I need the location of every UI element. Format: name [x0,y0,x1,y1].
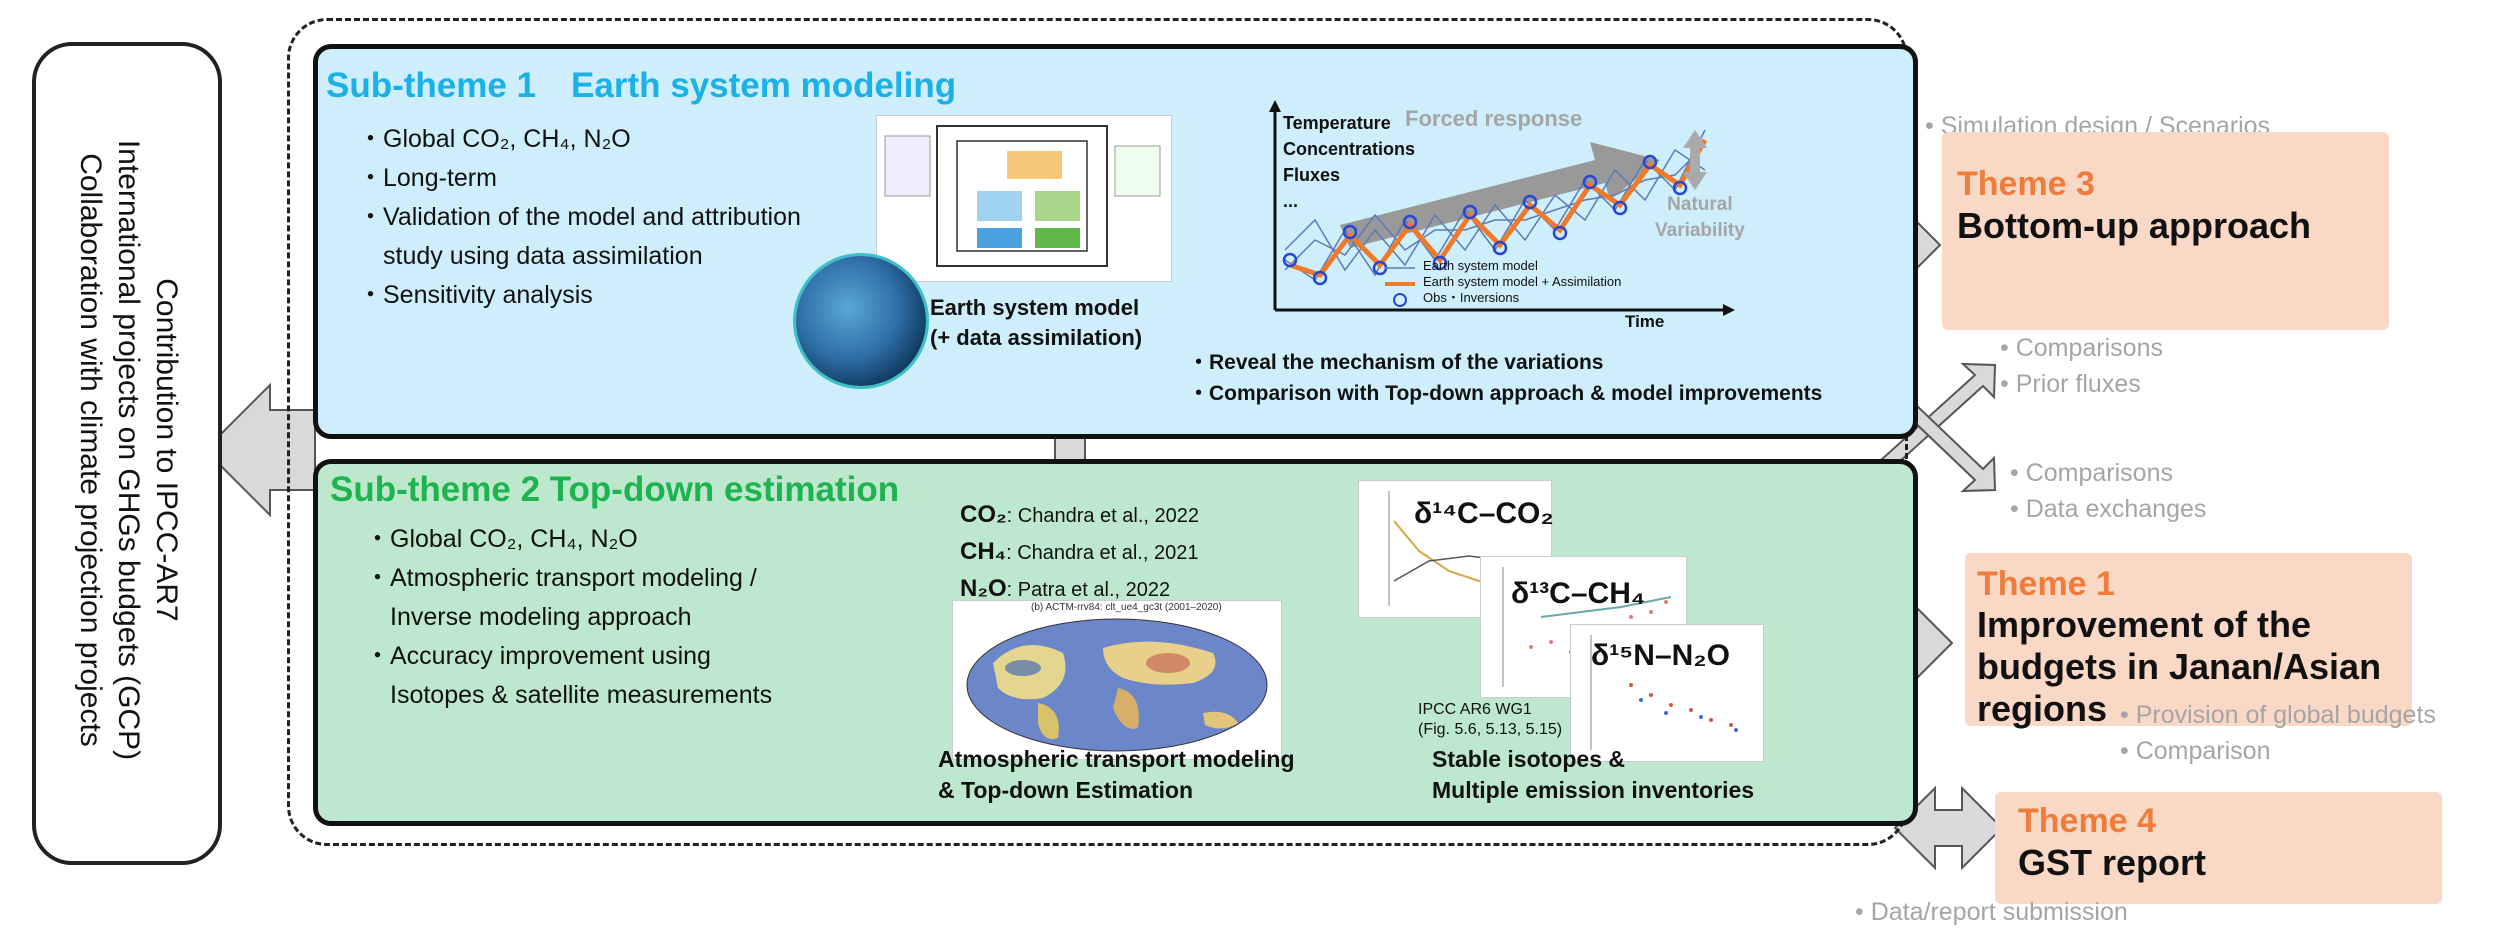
contribution-line-2: International projects on GHGs budgets (… [112,139,145,761]
theme3-notes: • Comparisons • Prior fluxes [2000,330,2163,402]
map-caption: Atmospheric transport modeling & Top-dow… [938,744,1295,806]
isotope-caption: Stable isotopes & Multiple emission inve… [1432,744,1754,806]
world-flux-map: (b) ACTM-rrv84: clt_ue4_gc3t (2001–2020) [952,600,1282,760]
plot-label-fluxes: Fluxes [1283,165,1341,185]
subtheme2-bullets: ・Global CO₂, CH₄, N₂O ・Atmospheric trans… [365,520,772,715]
map-caption-line-2: & Top-down Estimation [938,777,1194,803]
plot-ylabels: Temperature Concentrations Fluxes ... [1283,110,1415,214]
subtheme2-bullet: Inverse modeling approach [365,603,692,631]
theme1-note-2: • Data exchanges [2010,495,2207,523]
subtheme1-bullets: ・Global CO₂, CH₄, N₂O ・Long-term ・Valida… [358,120,801,315]
plot-legend: Earth system model Earth system model + … [1423,258,1621,306]
obs-markers [1282,154,1688,286]
concept-plot-svg [1269,100,1735,316]
subtheme2-title: Sub-theme 2 Top-down estimation [330,470,900,509]
plot-forced-label: Forced response [1405,106,1583,131]
ref-gas: CO₂ [960,501,1007,528]
model-caption: Earth system model (+ data assimilation) [930,293,1142,353]
subtheme1-note-2: ・Comparison with Top-down approach & mod… [1188,382,1823,405]
reference-co2: CO₂: Chandra et al., 2022 [960,498,1199,535]
subtheme1-bullet: ・Sensitivity analysis [358,281,593,309]
legend-assim: Earth system model + Assimilation [1423,274,1622,289]
subtheme1-bullet: ・Validation of the model and attribution [358,203,801,231]
theme1-side-note-1: • Provision of global budgets [2120,701,2436,729]
theme3-number: Theme 3 [1957,165,2095,203]
theme1-title-line-3: regions [1977,688,2108,729]
theme3-note-1: • Comparisons [2000,334,2163,362]
assimilation-line [1289,138,1708,278]
isotope-label-co2: δ¹⁴C–CO₂ [1414,497,1554,530]
isotope-n2o-plot [1590,635,1738,750]
theme1-box [1965,553,2412,726]
theme4-title: GST report [2018,842,2207,883]
plot-label-ellipsis: ... [1283,191,1299,211]
isotope-panel-n2o: δ¹⁵N–N₂O [1570,624,1764,762]
contribution-line-3: Collaboration with climate projection pr… [74,153,107,747]
theme1-title-line-2: budgets in Janan/Asian [1977,646,2382,687]
reference-n2o: N₂O: Patra et al., 2022 [960,572,1199,609]
map-caption-line-1: Atmospheric transport modeling [938,746,1295,772]
reference-list: CO₂: Chandra et al., 2022 CH₄: Chandra e… [960,498,1199,609]
ref-text: : Chandra et al., 2021 [1006,542,1199,564]
ipcc-reference: IPCC AR6 WG1 (Fig. 5.6, 5.13, 5.15) [1418,700,1562,740]
theme1-note-1: • Comparisons [2010,459,2173,487]
theme3-box [1942,132,2389,330]
legend-obs: Obs・Inversions [1423,290,1520,305]
theme4-box [1995,792,2442,904]
theme3-note-2: • Prior fluxes [2000,370,2141,398]
subtheme1-bullet: study using data assimilation [358,242,703,270]
plot-label-temperature: Temperature [1283,113,1391,133]
model-caption-line-2: (+ data assimilation) [930,325,1143,350]
natural-line-2: Variability [1655,220,1745,241]
reference-ch4: CH₄: Chandra et al., 2021 [960,535,1199,572]
natural-line-1: Natural [1667,194,1733,215]
subtheme1-notes: ・Reveal the mechanism of the variations … [1188,347,1822,409]
theme1-side-notes: • Provision of global budgets • Comparis… [2120,697,2436,769]
theme4-note: • Data/report submission [1855,898,2128,926]
plot-label-concentrations: Concentrations [1283,139,1416,159]
model-caption-line-1: Earth system model [930,295,1140,320]
ref-gas: N₂O [960,575,1007,602]
theme1-title: Improvement of the budgets in Janan/Asia… [1977,604,2381,730]
contribution-box [32,42,222,865]
subtheme1-note-1: ・Reveal the mechanism of the variations [1188,351,1604,374]
subtheme1-title: Sub-theme 1 Earth system modeling [326,66,957,105]
ipcc-ref-line-2: (Fig. 5.6, 5.13, 5.15) [1418,721,1563,738]
ipcc-ref-line-1: IPCC AR6 WG1 [1418,701,1532,718]
subtheme2-bullet: ・Atmospheric transport modeling / [365,564,757,592]
isotope-label-n2o: δ¹⁵N–N₂O [1591,639,1730,672]
natural-variability-arrow [1683,130,1707,190]
theme4-number: Theme 4 [2018,802,2156,840]
theme1-title-line-1: Improvement of the [1977,604,2312,645]
subtheme1-bullet: ・Global CO₂, CH₄, N₂O [358,125,631,153]
subtheme2-bullet: ・Accuracy improvement using [365,642,711,670]
subtheme1-bullet: ・Long-term [358,164,497,192]
schematic-graphic [884,125,1161,267]
legend-esm: Earth system model [1423,258,1538,273]
map-graphic [966,618,1268,752]
subtheme2-bullet: ・Global CO₂, CH₄, N₂O [365,525,638,553]
map-title: (b) ACTM-rrv84: clt_ue4_gc3t (2001–2020) [1031,602,1222,613]
theme1-notes: • Comparisons • Data exchanges [2010,455,2206,527]
theme1-number: Theme 1 [1977,565,2115,603]
ref-text: : Chandra et al., 2022 [1006,505,1200,527]
forced-response-arrow [1340,142,1660,248]
isotope-caption-line-1: Stable isotopes & [1432,746,1625,772]
plot-time-label: Time [1625,312,1665,331]
isotope-caption-line-2: Multiple emission inventories [1432,777,1755,803]
ref-gas: CH₄ [960,538,1007,565]
contribution-line-1: Contribution to IPCC-AR7 [150,278,183,622]
earth-system-model-schematic [876,115,1172,282]
concept-plot: Temperature Concentrations Fluxes ... Fo… [1265,100,1745,335]
theme3-title: Bottom-up approach [1957,205,2311,246]
isotope-label-ch4: δ¹³C–CH₄ [1511,577,1646,610]
ref-text: : Patra et al., 2022 [1006,579,1171,601]
earth-globe-image [796,256,926,386]
subtheme2-bullet: Isotopes & satellite measurements [365,681,773,709]
plot-natural-label: Natural Variability [1655,192,1745,244]
theme1-side-note-2: • Comparison [2120,737,2271,765]
